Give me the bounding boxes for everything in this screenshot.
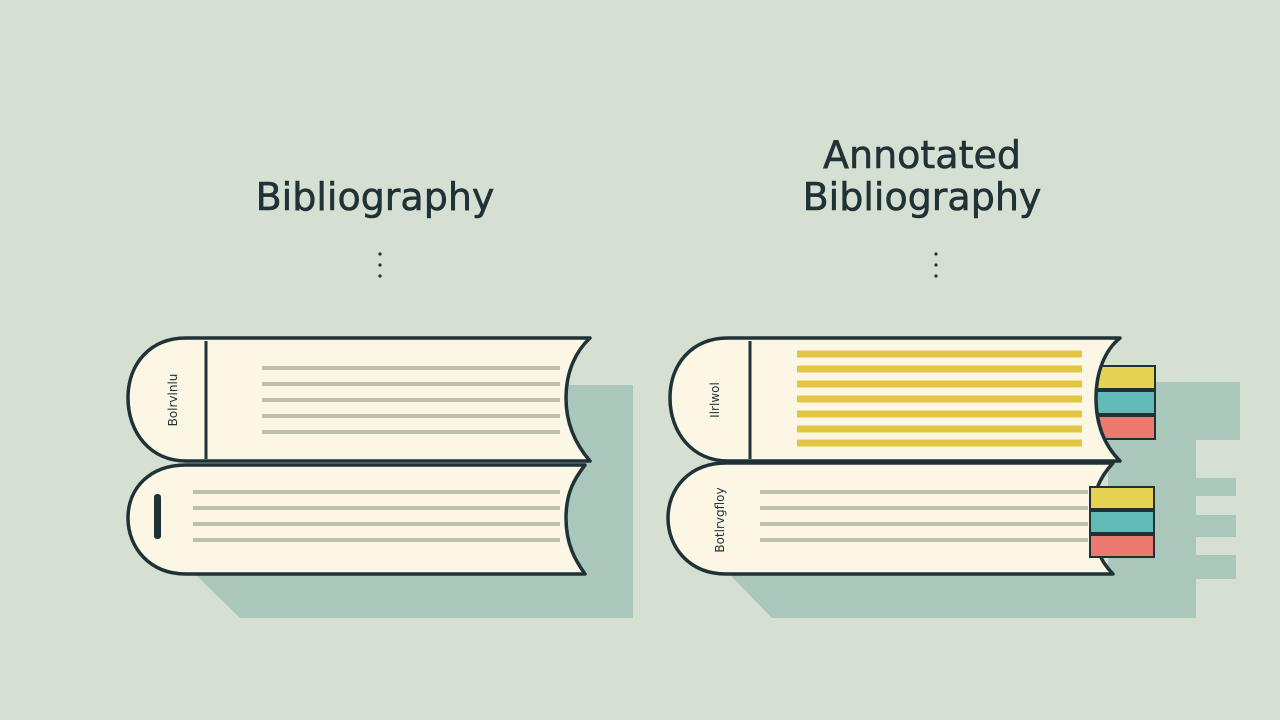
- vertical-dots-icon-right: [934, 252, 938, 278]
- left-top-page-lines: [262, 366, 560, 434]
- bookmark-shadow-3: [1150, 515, 1236, 537]
- right-bottom-spine-label: Botlrvgfloy: [713, 487, 727, 552]
- left-top-book: Bolrvlnlu: [126, 336, 592, 463]
- right-top-spine-label: Ilrlwol: [708, 382, 722, 418]
- right-bottom-book-body: [666, 461, 1115, 576]
- bookmark-shadow-2: [1150, 478, 1236, 496]
- bookmark-tab-icon-yellow: [1089, 486, 1155, 510]
- left-top-spine-label: Bolrvlnlu: [166, 374, 180, 427]
- bookmark-tab-icon-teal: [1089, 510, 1155, 534]
- left-stack-shadow: [196, 385, 633, 618]
- bookmark-shadow-4: [1150, 555, 1236, 579]
- annotated-title-line-1: Annotated: [823, 133, 1022, 177]
- vertical-dots-icon: [378, 252, 382, 278]
- right-top-highlighted-lines: [797, 350, 1082, 447]
- right-bottom-page-lines: [760, 490, 1088, 542]
- bookmark-tab-icon-yellow-top: [1094, 365, 1156, 390]
- left-bottom-book-body: [126, 463, 587, 576]
- bibliography-title: Bibliography: [255, 175, 495, 219]
- bookmark-tab-icon-teal-top: [1094, 390, 1156, 415]
- right-bottom-bookmark-tabs: [1089, 486, 1155, 558]
- bookmark-tab-icon-red: [1089, 534, 1155, 558]
- annotated-bibliography-title: Annotated Bibliography: [722, 133, 1122, 219]
- right-top-bookmark-tabs: [1094, 365, 1156, 440]
- right-bottom-book: Botlrvgfloy: [666, 461, 1155, 576]
- bookmark-shadow-1: [1150, 382, 1240, 440]
- annotated-title-line-2: Bibliography: [802, 175, 1042, 219]
- left-bottom-spine-mark: [154, 494, 161, 539]
- left-bottom-page-lines: [193, 490, 560, 542]
- left-bottom-book: [126, 463, 587, 576]
- right-top-book: Ilrlwol: [668, 336, 1156, 463]
